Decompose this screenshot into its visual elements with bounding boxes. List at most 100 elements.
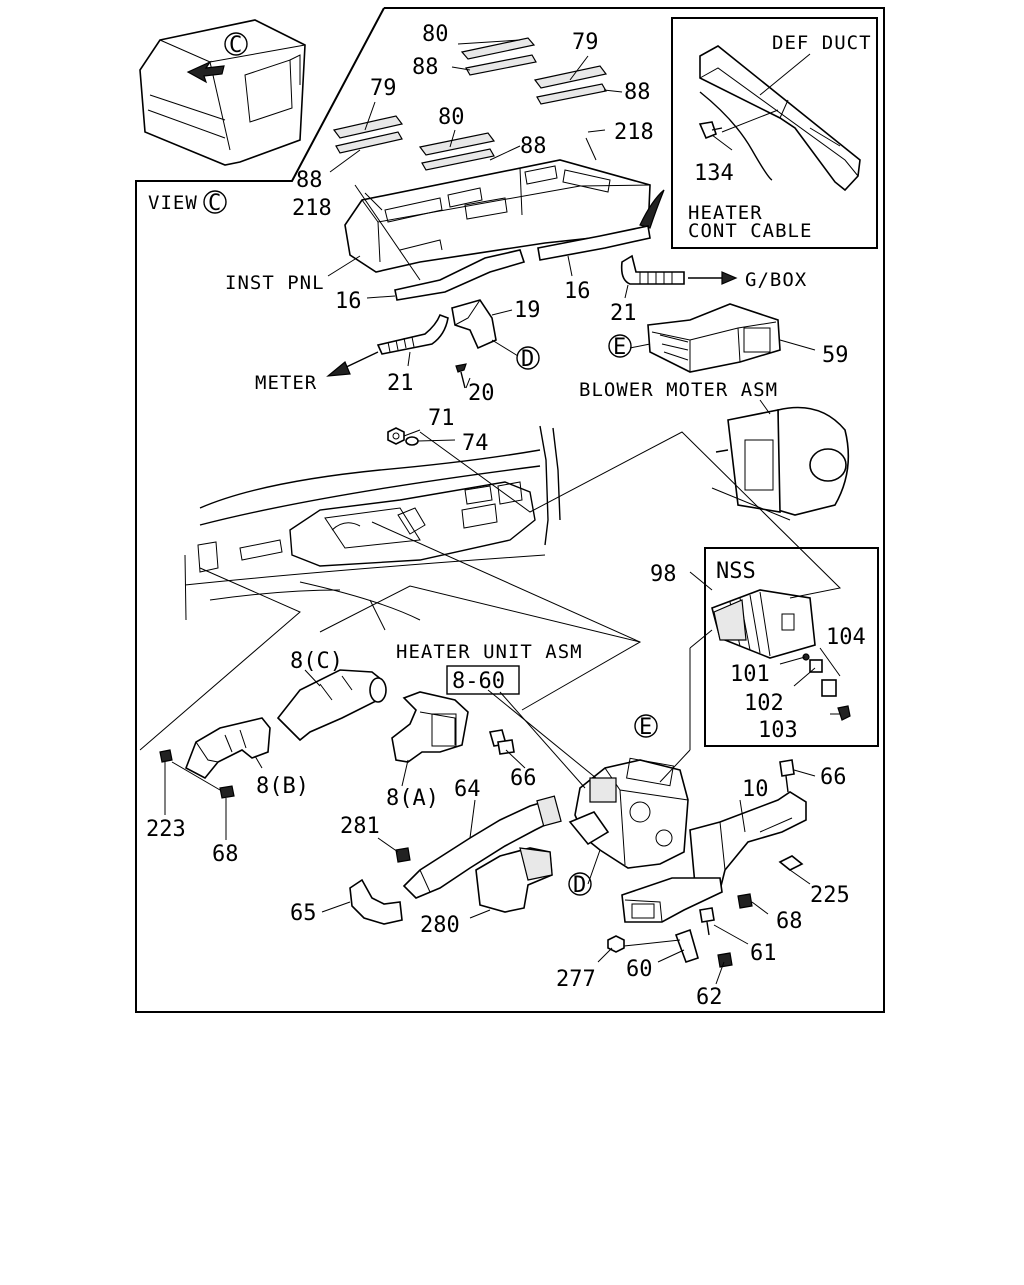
nss-inset-frame (704, 547, 879, 747)
arrow-to-meter (326, 351, 379, 377)
blower-motor-asm (715, 406, 850, 516)
duct-280 (475, 847, 553, 913)
part-label-102: 102 (744, 691, 784, 716)
bolt-66-right (779, 759, 795, 793)
hose-21-gbox (620, 254, 685, 285)
side-duct-16-left (394, 249, 526, 301)
part-label-280: 280 (420, 913, 460, 938)
svg-text:E: E (639, 715, 652, 740)
part-label-79-left: 79 (370, 76, 397, 101)
part-label-62: 62 (696, 985, 723, 1010)
text-labels: DEF DUCT HEATER CONT CABLE INST PNL G/BO… (225, 32, 872, 695)
marker-d-top: D (516, 346, 540, 372)
screw-62 (717, 952, 733, 968)
bracket-60 (674, 928, 699, 964)
duct-8b (184, 717, 271, 780)
part-label-71: 71 (428, 406, 455, 431)
duct-19 (451, 299, 497, 350)
bracket-104 (821, 679, 837, 697)
part-label-218-left: 218 (292, 196, 332, 221)
nss-duct-98 (711, 589, 816, 659)
part-label-88-mid: 88 (520, 134, 547, 159)
view-direction-arrow-icon (186, 60, 225, 84)
heater-unit-asm-label: HEATER UNIT ASM (396, 641, 583, 663)
part-label-79-right: 79 (572, 30, 599, 55)
duct-8a (391, 691, 469, 763)
view-label-text: VIEW (148, 192, 198, 214)
screw-68-left (219, 785, 235, 799)
svg-text:D: D (521, 347, 534, 372)
part-label-60: 60 (626, 957, 653, 982)
part-label-66-right: 66 (820, 765, 847, 790)
leader-lines (139, 39, 842, 985)
screw-103 (837, 705, 851, 721)
marker-e-top: E (608, 334, 632, 360)
bolt-61 (699, 907, 715, 936)
clip-102 (809, 659, 823, 673)
part-label-80-top: 80 (422, 22, 449, 47)
nss-label: NSS (716, 559, 756, 584)
inst-pnl-label: INST PNL (225, 272, 325, 294)
duct-65 (349, 878, 403, 925)
vent-louver-79-left (332, 115, 404, 154)
heater-unit-ref: 8-60 (452, 669, 505, 694)
part-label-16-right: 16 (564, 279, 591, 304)
screw-20 (455, 363, 467, 389)
part-label-134: 134 (694, 161, 734, 186)
heater-cont-cable-label-2: CONT CABLE (688, 220, 812, 242)
part-label-281: 281 (340, 814, 380, 839)
part-label-101: 101 (730, 662, 770, 687)
blower-moter-asm-label: BLOWER MOTER ASM (579, 379, 778, 401)
part-label-8b: 8(B) (256, 774, 309, 799)
heater-unit-asm (568, 757, 689, 869)
duct-10 (689, 791, 807, 891)
svg-text:E: E (613, 335, 626, 360)
vent-louver-79-right (533, 65, 608, 105)
lower-duct (621, 877, 723, 923)
def-duct (698, 45, 861, 192)
side-duct-16-right (537, 225, 651, 261)
view-label: VIEW C (148, 190, 227, 216)
part-label-225: 225 (810, 883, 850, 908)
part-label-19: 19 (514, 298, 541, 323)
screw-68-right (737, 893, 753, 909)
part-label-65: 65 (290, 901, 317, 926)
part-number-labels: 80 79 88 88 79 80 88 218 88 218 134 16 1… (146, 22, 866, 1010)
cab-view-icon: C (139, 19, 306, 166)
part-label-68-right: 68 (776, 909, 803, 934)
part-label-16-left: 16 (335, 289, 362, 314)
part-label-61: 61 (750, 941, 777, 966)
part-label-88-right: 88 (624, 80, 651, 105)
marker-d-heater: D (568, 872, 592, 898)
part-label-10: 10 (742, 777, 769, 802)
def-duct-label: DEF DUCT (772, 32, 872, 54)
screw-281 (395, 847, 411, 863)
marker-e-heater: E (634, 714, 658, 740)
svg-text:D: D (573, 873, 586, 898)
cab-interior-firewall (184, 425, 561, 631)
part-label-74: 74 (462, 431, 489, 456)
blower-duct-59 (647, 303, 781, 373)
part-label-277: 277 (556, 967, 596, 992)
part-label-88-left: 88 (296, 168, 323, 193)
part-label-8c: 8(C) (290, 649, 343, 674)
part-label-223: 223 (146, 817, 186, 842)
part-label-68-left: 68 (212, 842, 239, 867)
cab-view-marker: C (229, 33, 242, 58)
clip-101 (802, 653, 810, 661)
nut-71 (387, 427, 405, 445)
part-label-104: 104 (826, 625, 866, 650)
duct-8c (276, 669, 387, 742)
part-label-8a: 8(A) (386, 786, 439, 811)
vent-louver-80-mid (418, 132, 496, 171)
part-label-20: 20 (468, 381, 495, 406)
view-marker: C (208, 191, 221, 216)
heater-cont-cable-label-1: HEATER (688, 202, 763, 224)
part-label-21-left: 21 (387, 371, 414, 396)
part-label-21-right: 21 (610, 301, 637, 326)
part-label-80-mid: 80 (438, 105, 465, 130)
part-label-59: 59 (822, 343, 849, 368)
meter-label: METER (255, 372, 317, 394)
